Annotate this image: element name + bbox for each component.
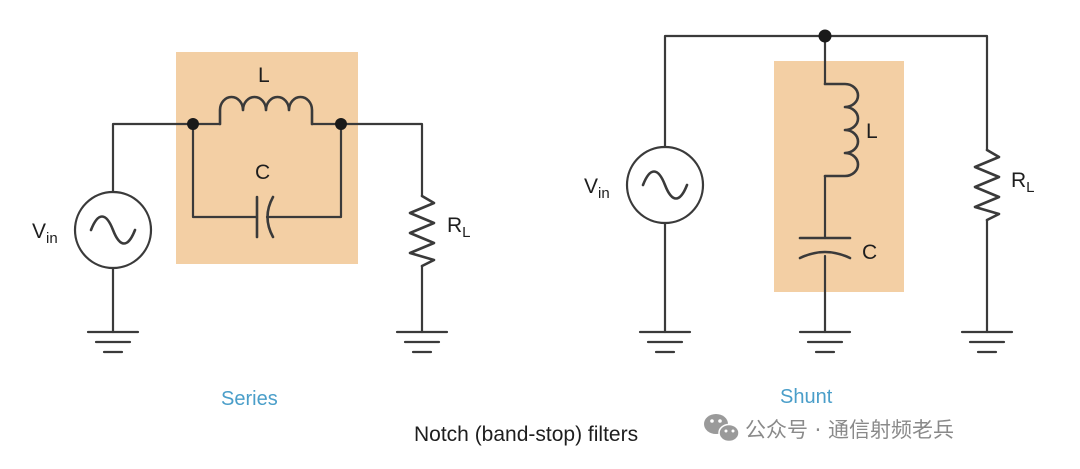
shunt-ac-source <box>625 145 705 225</box>
shunt-source-label: Vin <box>584 175 610 202</box>
series-load-ground-icon <box>395 330 449 354</box>
series-capacitor-plate-curved <box>266 195 275 239</box>
wechat-icon <box>704 414 740 443</box>
shunt-inductor <box>823 82 860 178</box>
series-inductor-label: L <box>258 64 270 87</box>
series-sine-icon <box>89 215 137 245</box>
shunt-inductor-label: L <box>866 120 878 143</box>
shunt-load-resistor <box>973 148 1001 222</box>
shunt-source-ground-icon <box>638 330 692 354</box>
series-ac-source <box>73 190 153 270</box>
series-load-top-wire <box>339 122 424 198</box>
series-source-label: Vin <box>32 220 58 247</box>
series-junction-right <box>335 118 347 130</box>
shunt-junction-top <box>818 29 832 43</box>
shunt-sine-icon <box>641 170 689 200</box>
series-capacitor-label: C <box>255 161 270 184</box>
series-circuit: L C Vin RL Series <box>32 52 471 410</box>
series-filter-box <box>176 52 358 264</box>
shunt-load-label: RL <box>1011 169 1035 196</box>
shunt-load-ground-icon <box>960 330 1014 354</box>
series-cap-branch-right <box>265 122 343 219</box>
shunt-capacitor-label: C <box>862 241 877 264</box>
series-load-label: RL <box>447 214 471 241</box>
figure-title: Notch (band-stop) filters <box>414 423 638 446</box>
shunt-circuit: L C Vin RL Shunt <box>584 29 1035 408</box>
series-junction-left <box>187 118 199 130</box>
shunt-capacitor-plate-curved <box>798 250 852 260</box>
series-cap-branch-left <box>191 122 259 219</box>
series-inductor <box>218 95 314 126</box>
shunt-caption: Shunt <box>780 386 833 408</box>
series-caption: Series <box>221 388 278 410</box>
series-source-ground-icon <box>86 330 140 354</box>
series-load-resistor <box>408 194 436 268</box>
watermark-text: 公众号 · 通信射频老兵 <box>745 418 954 442</box>
series-source-top-wire <box>111 122 195 194</box>
shunt-branch-ground-icon <box>798 330 852 354</box>
